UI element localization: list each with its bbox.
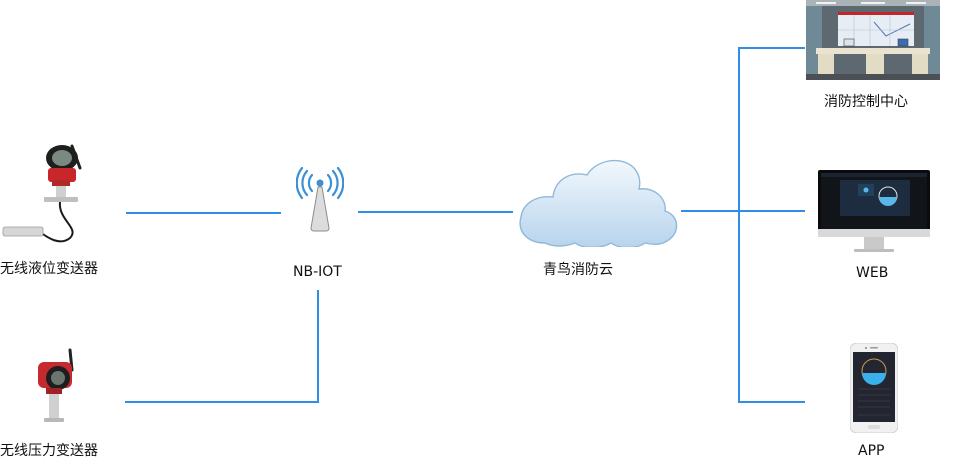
pressure-transmitter-icon <box>38 348 74 422</box>
nbiot-label: NB-IOT <box>293 264 342 280</box>
edge-bus-vertical <box>738 47 740 403</box>
edge-pressure-to-nbiot-horizontal <box>125 401 319 403</box>
desktop-monitor-icon <box>818 170 930 252</box>
node-liquid-level-transmitter[interactable]: 无线液位变送器 <box>0 140 110 280</box>
app-label: APP <box>858 443 885 459</box>
node-control-center[interactable]: 消防控制中心 <box>806 0 946 115</box>
edge-bus-to-app <box>738 401 805 403</box>
node-nbiot[interactable]: NB-IOT <box>290 165 350 285</box>
edge-nbiot-to-cloud <box>358 211 513 213</box>
smartphone-icon <box>850 343 898 433</box>
web-label: WEB <box>856 265 889 281</box>
edge-liquid-to-nbiot <box>126 212 281 214</box>
liquid-level-transmitter-icon <box>2 144 82 243</box>
cloud-label: 青鸟消防云 <box>543 262 613 278</box>
pressure-transmitter-label: 无线压力变送器 <box>0 443 98 459</box>
liquid-level-transmitter-label: 无线液位变送器 <box>0 261 98 277</box>
antenna-tower-icon <box>296 167 344 232</box>
node-web[interactable]: WEB <box>818 170 934 285</box>
control-room-icon <box>806 0 940 80</box>
node-pressure-transmitter[interactable]: 无线压力变送器 <box>0 345 110 461</box>
edge-bus-to-control-center <box>738 47 805 49</box>
edge-cloud-to-bus <box>681 210 805 212</box>
node-cloud[interactable]: 青鸟消防云 <box>515 155 685 280</box>
node-app[interactable]: APP <box>845 340 905 461</box>
control-center-label: 消防控制中心 <box>824 94 908 110</box>
edge-pressure-to-nbiot-vertical <box>317 290 319 403</box>
cloud-icon <box>519 159 678 247</box>
